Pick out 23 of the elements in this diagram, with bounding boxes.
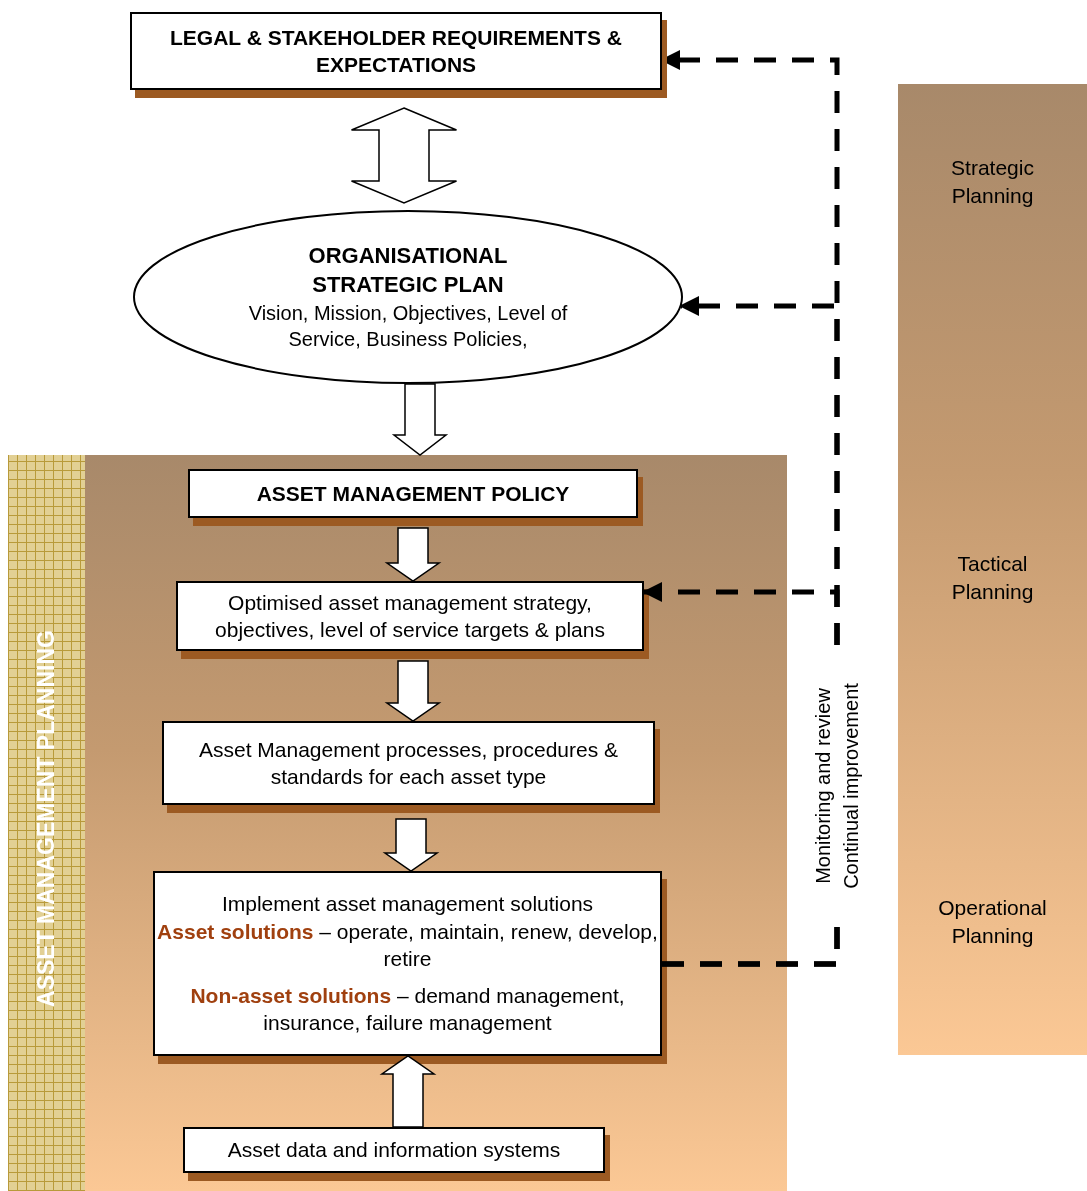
node-title: ORGANISATIONAL STRATEGIC PLAN <box>307 242 509 299</box>
section-label: ASSET MANAGEMENT PLANNING <box>32 629 60 1009</box>
box-title: ASSET MANAGEMENT POLICY <box>256 480 570 507</box>
ellipse-node <box>133 210 683 384</box>
block-arrow <box>391 383 449 456</box>
block-arrow <box>379 1055 437 1128</box>
level-label: Tactical Planning <box>950 551 1035 605</box>
block-arrow <box>382 818 440 872</box>
level-label: Operational Planning <box>937 895 1048 949</box>
level-label: Strategic Planning <box>950 155 1035 209</box>
box-title: LEGAL & STAKEHOLDER REQUIREMENTS & EXPECTATIONS <box>169 24 623 78</box>
box-text: Asset solutions – operate, maintain, renew, develop, retire <box>157 918 658 972</box>
box-text: Non-asset solutions – demand management, insurance, failure management <box>189 983 626 1037</box>
box-text: Asset data and information systems <box>227 1137 561 1164</box>
box-text: Implement asset management solutions <box>221 891 594 918</box>
block-arrow <box>350 107 458 204</box>
box-text: Optimised asset management strategy, objectives, level of service targets & plans <box>214 589 606 643</box>
box-text: Asset Management processes, procedures & standards for each asset type <box>197 736 619 790</box>
node-text: Vision, Mission, Objectives, Level of Service, Business Policies, <box>247 300 569 352</box>
planning-level-bar <box>898 84 1087 1055</box>
block-arrow <box>384 660 442 722</box>
section-panel <box>8 455 787 1191</box>
block-arrow <box>384 527 442 582</box>
